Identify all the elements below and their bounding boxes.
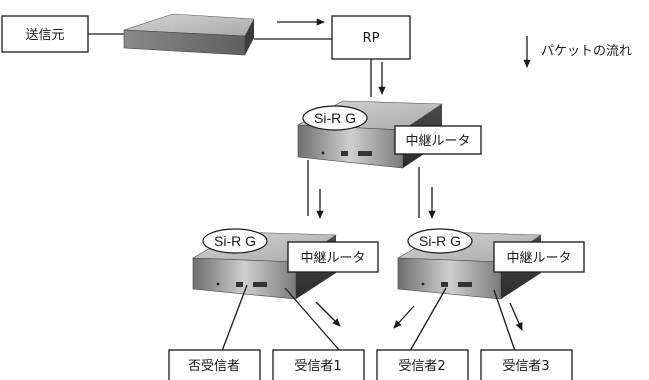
router3-host-c-link [409,287,447,352]
router-2-role-box [287,241,379,273]
router2-host-a-link [221,284,248,352]
router-3: Si-R G 中継ルータ [396,228,585,300]
router-2: Si-R G 中継ルータ [191,228,379,300]
router-2-tag-oval [202,228,268,254]
router-3-role-box [493,241,585,273]
host-a: 否受信者 [168,349,261,380]
rp-node: RP [331,15,411,60]
router-1: Si-R G 中継ルータ [296,100,482,169]
router3-host-d-link [493,289,516,352]
flow-arrow-host-d [509,302,523,331]
router-3-tag-oval [407,228,473,254]
legend-label: パケットの流れ [541,44,632,59]
router-1-role: 中継ルータ [405,134,470,149]
router-1-tag: Si-R G [314,110,356,126]
rp-label: RP [363,31,380,46]
flow-arrow-host-c [393,305,415,329]
host-c: 受信者2 [376,349,469,380]
sender-node: 送信元 [1,15,89,53]
host-a-label: 否受信者 [188,359,240,374]
router-1-tag-oval [302,105,368,131]
router-3-role: 中継ルータ [506,251,571,266]
host-d: 受信者3 [480,349,573,380]
host-b: 受信者1 [272,349,365,380]
router-2-tag: Si-R G [214,233,256,249]
host-d-label: 受信者3 [502,359,549,374]
host-c-label: 受信者2 [398,359,445,374]
switch-device [123,13,255,56]
router-3-tag: Si-R G [419,233,461,249]
flow-arrow-host-b [315,301,341,327]
router-1-role-box [394,125,482,155]
router-2-role: 中継ルータ [300,251,365,266]
host-b-label: 受信者1 [294,359,341,374]
router2-host-b-link [284,287,341,352]
legend: パケットの流れ [523,36,632,68]
sender-label: 送信元 [25,28,64,43]
